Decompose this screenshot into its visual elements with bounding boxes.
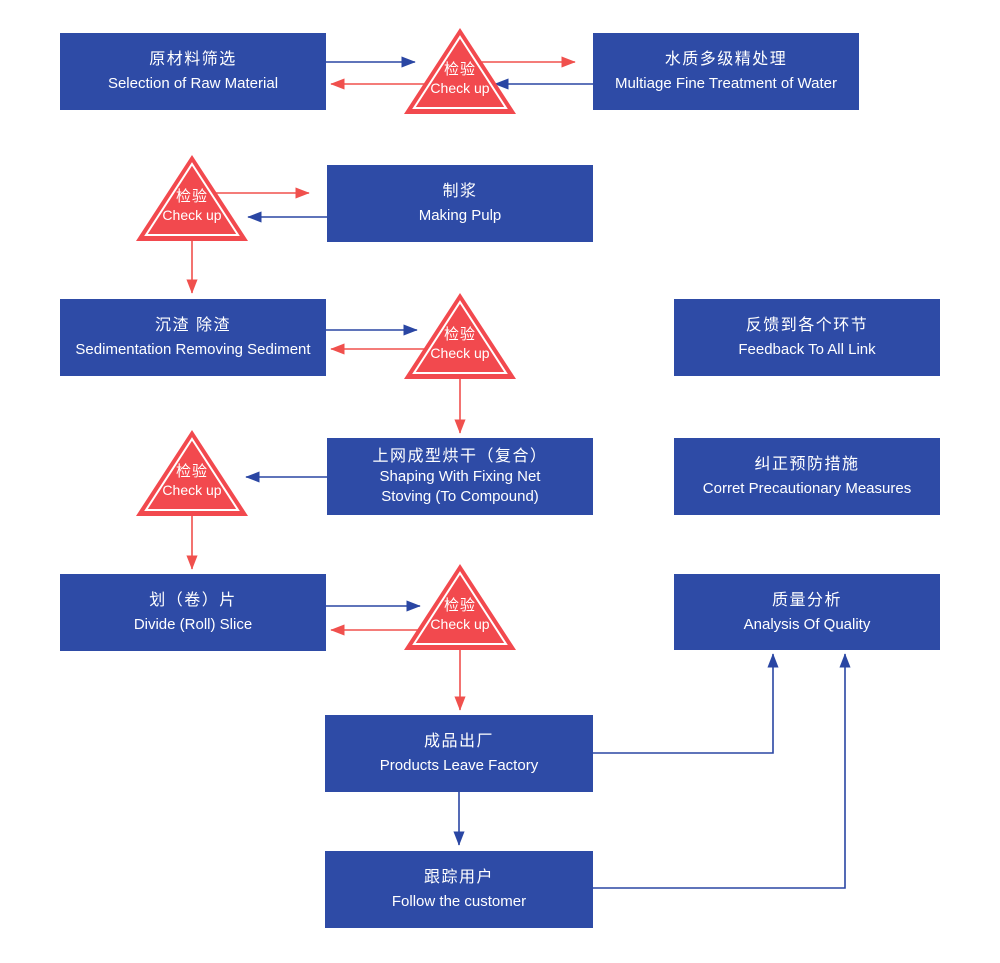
making-pulp-zh-label: 制浆 [442,183,478,200]
checkup-en-label: Check up [430,345,490,361]
correct-measures-en-label: Corret Precautionary Measures [702,480,912,497]
process-box-follow-customer: 跟踪用户 Follow the customer [325,851,593,928]
divide-slice-en-label: Divide (Roll) Slice [133,616,253,633]
checkup-triangle-3: 检验 Check up [402,292,518,380]
warning-triangle-icon [404,28,516,114]
checkup-en-label: Check up [430,616,490,632]
checkup-en-label: Check up [162,482,222,498]
process-box-quality-analysis: 质量分析 Analysis Of Quality [674,574,940,650]
correct-measures-zh-label: 纠正预防措施 [754,456,860,473]
leave-factory-zh-label: 成品出厂 [423,733,494,750]
warning-triangle-icon [404,293,516,379]
checkup-zh-label: 检验 [443,597,476,614]
checkup-triangle-5: 检验 Check up [402,563,518,651]
process-box-feedback: 反馈到各个环节 Feedback To All Link [674,299,940,376]
checkup-en-label: Check up [430,80,490,96]
checkup-zh-label: 检验 [175,463,208,480]
shaping-en-label: Shaping With Fixing Net [379,468,541,485]
checkup-en-label: Check up [162,207,222,223]
sedimentation-zh-label: 沉渣 除渣 [155,317,231,334]
leave-factory-en-label: Products Leave Factory [379,757,539,774]
shaping-zh-label: 上网成型烘干（复合） [372,448,548,465]
process-box-correct-measures: 纠正预防措施 Corret Precautionary Measures [674,438,940,515]
checkup-triangle-2: 检验 Check up [134,154,250,242]
water-treatment-en-label: Multiage Fine Treatment of Water [614,75,838,92]
process-box-raw-material: 原材料筛选 Selection of Raw Material [60,33,326,110]
divide-slice-zh-label: 划（卷）片 [149,592,237,609]
process-box-water-treatment: 水质多级精处理 Multiage Fine Treatment of Water [593,33,859,110]
sedimentation-en-label: Sedimentation Removing Sediment [75,341,311,358]
checkup-triangle-4: 检验 Check up [134,429,250,517]
process-box-shaping: 上网成型烘干（复合） Shaping With Fixing Net Stovi… [327,438,593,515]
arrow-follow-to-analysis [593,653,851,889]
shaping-en2-label: Stoving (To Compound) [381,488,539,505]
raw-material-en-label: Selection of Raw Material [107,75,279,92]
water-treatment-zh-label: 水质多级精处理 [664,51,788,68]
feedback-zh-label: 反馈到各个环节 [745,317,869,334]
follow-customer-zh-label: 跟踪用户 [423,869,494,886]
feedback-en-label: Feedback To All Link [738,341,876,358]
follow-customer-en-label: Follow the customer [391,893,527,910]
checkup-zh-label: 检验 [175,188,208,205]
warning-triangle-icon [404,564,516,650]
warning-triangle-icon [136,155,248,241]
checkup-triangle-1: 检验 Check up [402,27,518,115]
checkup-zh-label: 检验 [443,326,476,343]
process-box-divide-slice: 划（卷）片 Divide (Roll) Slice [60,574,326,651]
process-box-making-pulp: 制浆 Making Pulp [327,165,593,242]
process-box-sedimentation: 沉渣 除渣 Sedimentation Removing Sediment [60,299,326,376]
quality-analysis-en-label: Analysis Of Quality [743,615,871,633]
checkup-zh-label: 检验 [443,61,476,78]
process-box-leave-factory: 成品出厂 Products Leave Factory [325,715,593,792]
warning-triangle-icon [136,430,248,516]
making-pulp-en-label: Making Pulp [418,207,502,224]
raw-material-zh-label: 原材料筛选 [149,51,237,68]
arrow-factory-to-analysis [593,653,779,754]
quality-analysis-zh-label: 质量分析 [771,591,842,609]
